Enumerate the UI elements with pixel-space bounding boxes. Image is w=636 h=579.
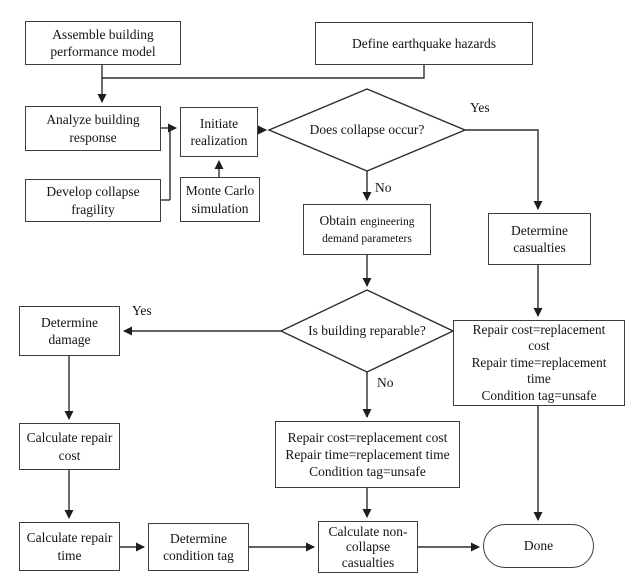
node-label-line: demand parameters — [322, 233, 412, 245]
node-develop-collapse-fragility: Develop collapse fragility — [25, 179, 161, 222]
node-collapse-consequence: Repair cost=replacement cost Repair time… — [453, 320, 625, 406]
node-label-line: Condition tag=unsafe — [309, 464, 426, 480]
node-label-line: simulation — [191, 200, 249, 216]
node-label-line: damage — [48, 332, 91, 347]
node-define-earthquake-hazards: Define earthquake hazards — [315, 22, 533, 65]
node-label-line: realization — [190, 133, 248, 148]
edge-collapse-yes — [465, 129, 539, 209]
node-label-line: Repair time=replacement — [471, 354, 607, 370]
reparable-decision-diamond — [279, 289, 455, 373]
node-obtain-engineering-demand-parameters: Obtain engineering demand parameters — [303, 204, 431, 255]
node-label-line: Analyze building — [46, 112, 140, 128]
node-label-line: Obtain engineering — [319, 211, 414, 231]
node-label-line: Initiate — [199, 115, 239, 131]
collapse-decision-label: Does collapse occur? — [309, 122, 425, 137]
node-monte-carlo-simulation: Monte Carlo simulation — [180, 177, 260, 222]
node-label-line: cost — [58, 447, 81, 463]
node-determine-condition-tag: Determine condition tag — [148, 523, 249, 571]
node-label-line: Assemble building — [52, 26, 154, 42]
node-label-line: time — [527, 371, 551, 387]
edge-label-reparable-yes: Yes — [132, 303, 152, 318]
node-label-line: Done — [523, 538, 554, 554]
node-label-line: Develop collapse — [46, 184, 140, 200]
node-label-line: response — [69, 129, 117, 145]
node-calculate-repair-time: Calculate repair time — [19, 522, 120, 571]
edge-label-reparable-no: No — [377, 375, 394, 390]
node-calculate-repair-cost: Calculate repair cost — [19, 423, 120, 470]
node-label-line: Determine — [511, 222, 568, 238]
node-determine-damage: Determine damage — [19, 306, 120, 356]
node-label-line: Repair cost=replacement — [472, 322, 606, 338]
node-determine-casualties: Determine casualties — [488, 213, 591, 265]
node-label-word: engineering — [360, 216, 415, 229]
node-label-line: cost — [528, 338, 550, 354]
node-label-line: fragility — [71, 201, 115, 217]
reparable-decision-label: Is building reparable? — [308, 323, 426, 338]
node-initiate-realization: Initiate realization — [180, 107, 258, 157]
node-label-line: time — [57, 547, 82, 563]
node-label-word: Obtain — [319, 213, 357, 229]
node-label-line: casualties — [513, 240, 566, 255]
node-label-line: Define earthquake hazards — [352, 35, 496, 51]
node-irreparable-consequence: Repair cost=replacement cost Repair time… — [275, 421, 460, 488]
node-label-line: Determine — [41, 314, 98, 330]
node-label-line: Calculate repair — [26, 530, 113, 546]
collapse-decision-diamond — [267, 88, 467, 172]
node-label-line: Calculate non- — [328, 523, 408, 539]
edge-label-collapse-no: No — [375, 180, 392, 195]
node-done-terminator: Done — [483, 524, 594, 568]
node-assemble-performance-model: Assemble building performance model — [25, 21, 181, 65]
node-analyze-building-response: Analyze building response — [25, 106, 161, 151]
node-label-line: Monte Carlo — [185, 183, 255, 199]
node-label-line: performance model — [50, 44, 156, 59]
node-label-line: Condition tag=unsafe — [481, 387, 597, 403]
node-label-line: Repair cost=replacement cost — [287, 429, 448, 445]
node-label-line: Determine — [170, 530, 227, 546]
edge-label-collapse-yes: Yes — [470, 100, 490, 115]
node-label-line: Calculate repair — [26, 430, 113, 446]
node-label-line: collapse — [345, 539, 391, 555]
edge-define-to-rail — [102, 65, 425, 79]
node-label-line: casualties — [341, 554, 395, 570]
node-label-line: Repair time=replacement time — [285, 446, 450, 462]
node-calculate-non-collapse-casualties: Calculate non- collapse casualties — [318, 521, 418, 573]
node-label-line: condition tag — [163, 548, 234, 563]
